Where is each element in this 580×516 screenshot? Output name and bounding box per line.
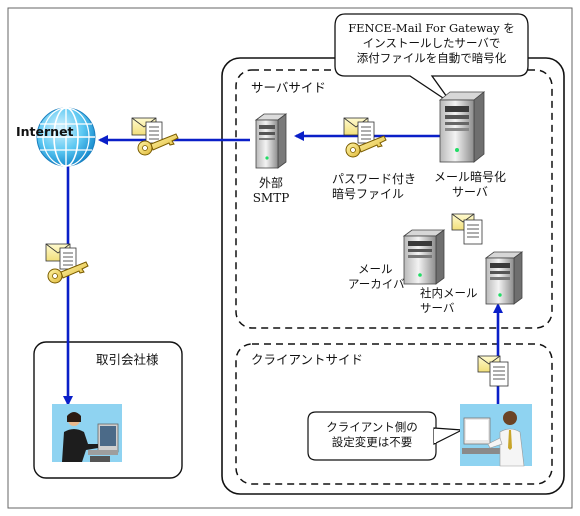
callout-client-line-1: クライアント側の [326,420,418,434]
internal-mail-server-line-2: サーバ [420,301,455,315]
callout-top-line-3: 添付ファイルを自動で暗号化 [356,51,507,65]
smtp-label-line-1: 外部 [258,176,283,190]
encrypted-mail-icon-server [343,117,375,144]
internal-mail-server-line-1: 社内メール [420,286,478,300]
key-icon-partner [47,261,89,284]
archiver-line-2: アーカイバ [348,277,405,291]
mail-archiver-server-icon [402,229,446,285]
partner-person-at-pc-icon [52,404,122,462]
callout-client [307,411,465,461]
internet-globe-icon [36,107,96,167]
callout-top [334,13,529,105]
client-side-title: クライアントサイド [251,352,364,367]
callout-top-line-1: FENCE-Mail For Gateway を [348,21,515,35]
encryption-server-line-1: メール暗号化 [433,170,506,184]
key-icon-server [345,135,387,158]
partner-title: 取引会社様 [96,352,159,367]
encryption-server-icon [438,91,486,163]
archiver-label: メール アーカイバ [348,262,405,292]
callout-client-line-2: 設定変更は不要 [331,435,413,449]
callout-top-line-2: インストールしたサーバで [362,36,501,50]
encrypted-mail-icon-internet [131,117,163,144]
smtp-server-icon [254,113,288,169]
callout-top-text: FENCE-Mail For Gateway を インストールしたサーバで 添付… [335,21,528,66]
mail-icon-archive [451,213,483,245]
key-icon-internet [137,133,179,156]
encryption-server-line-2: サーバ [452,185,488,199]
archiver-line-1: メール [358,262,393,276]
internal-mail-server-label: 社内メール サーバ [420,286,478,316]
encrypted-mail-icon-partner [45,243,77,270]
server-side-box [235,69,553,329]
smtp-label-line-2: SMTP [252,191,290,205]
mail-icon-client [477,355,509,387]
partner-box [33,341,183,479]
callout-client-text: クライアント側の 設定変更は不要 [308,420,436,450]
password-file-label: パスワード付き 暗号ファイル [332,172,416,202]
client-person-at-pc-icon [460,404,532,467]
outer-frame [7,7,573,509]
client-side-box [235,343,553,485]
password-file-line-1: パスワード付き [332,172,417,186]
encryption-server-label: メール暗号化 サーバ [430,170,510,200]
server-side-title: サーバサイド [251,80,326,95]
smtp-label: 外部 SMTP [246,176,296,206]
internet-label: Internet [16,124,74,139]
internal-mail-server-icon [484,251,524,305]
password-file-line-2: 暗号ファイル [332,187,405,201]
